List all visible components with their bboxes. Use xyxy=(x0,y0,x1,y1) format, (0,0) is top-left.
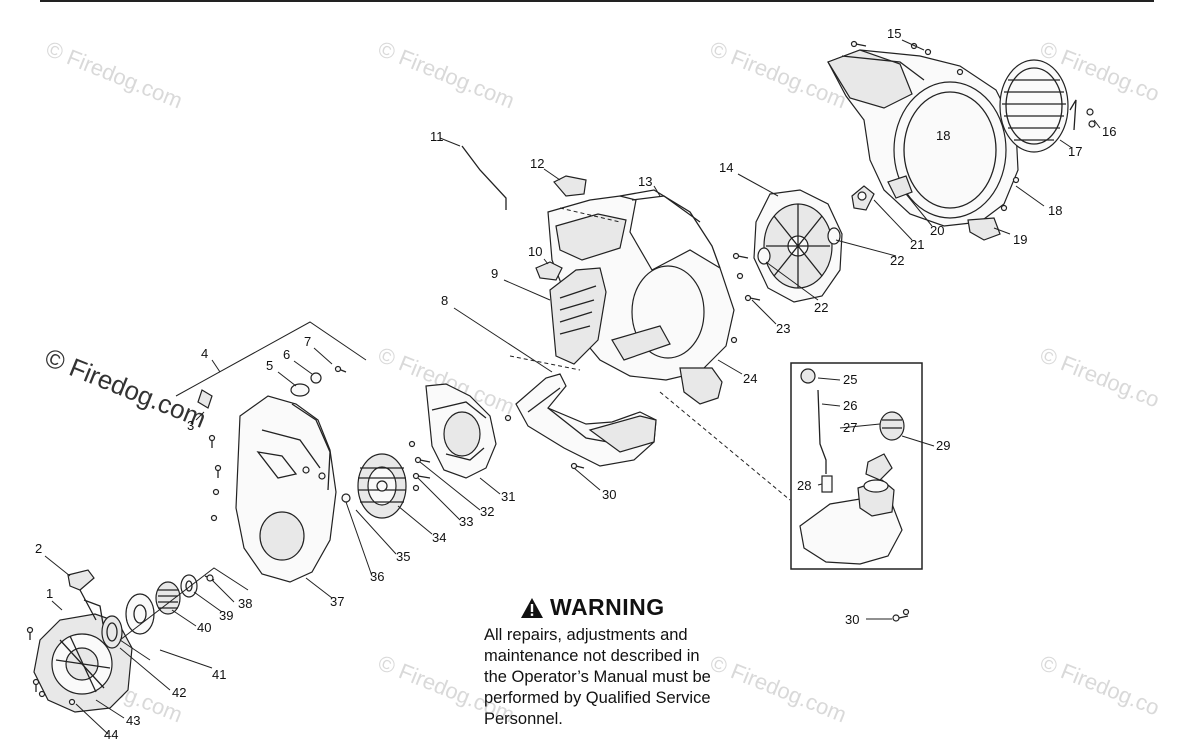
pulley-part xyxy=(101,615,123,649)
callout-20: 20 xyxy=(930,223,944,238)
callout-31: 31 xyxy=(501,489,515,504)
callout-1: 1 xyxy=(46,586,53,601)
callout-17: 17 xyxy=(1068,144,1082,159)
impeller-part xyxy=(753,189,843,303)
callout-13: 13 xyxy=(638,174,652,189)
spring-part xyxy=(155,581,181,615)
callout-29: 29 xyxy=(936,438,950,453)
callout-18b: 18 xyxy=(1048,203,1062,218)
callout-19: 19 xyxy=(1013,232,1027,247)
callout-32: 32 xyxy=(480,504,494,519)
callout-28: 28 xyxy=(797,478,811,493)
callout-30a: 30 xyxy=(602,487,616,502)
screws-part xyxy=(408,440,431,492)
callout-26: 26 xyxy=(843,398,857,413)
callout-22b: 22 xyxy=(814,300,828,315)
fuel-cap-part xyxy=(879,411,905,441)
spring-plate-part xyxy=(125,593,155,635)
screws-part xyxy=(26,626,76,706)
callout-21: 21 xyxy=(910,237,924,252)
callout-41: 41 xyxy=(212,667,226,682)
washer-part xyxy=(180,574,198,598)
warning-line: All repairs, adjustments and xyxy=(484,626,688,644)
fuel-tank-kit-box xyxy=(790,362,923,570)
callout-38: 38 xyxy=(238,596,252,611)
callout-40: 40 xyxy=(197,620,211,635)
callout-23: 23 xyxy=(776,321,790,336)
callout-30b: 30 xyxy=(845,612,859,627)
callout-14: 14 xyxy=(719,160,733,175)
fan-housing-part xyxy=(425,383,497,479)
callout-33: 33 xyxy=(459,514,473,529)
callout-2: 2 xyxy=(35,541,42,556)
callout-24: 24 xyxy=(743,371,757,386)
warning-triangle-icon xyxy=(521,597,543,618)
callout-44: 44 xyxy=(104,727,118,740)
callout-5: 5 xyxy=(266,358,273,373)
callout-43: 43 xyxy=(126,713,140,728)
screw-part xyxy=(204,574,215,582)
fuel-tank-part xyxy=(799,479,903,565)
warning-line: maintenance not described in xyxy=(484,647,700,665)
callout-15: 15 xyxy=(887,26,901,41)
callout-18a: 18 xyxy=(936,128,950,143)
callout-9: 9 xyxy=(491,266,498,281)
warning-line: Personnel. xyxy=(484,710,563,728)
callout-labels: 1 2 3 4 5 6 7 8 9 10 11 12 13 14 15 16 1… xyxy=(35,26,1116,740)
callout-35: 35 xyxy=(396,549,410,564)
warning-body: All repairs, adjustments and maintenance… xyxy=(484,625,774,730)
leader-lines xyxy=(44,39,1101,735)
starter-handle-part xyxy=(67,569,105,631)
throttle-handle-part xyxy=(515,373,657,467)
callout-36: 36 xyxy=(370,569,384,584)
callout-22a: 22 xyxy=(890,253,904,268)
warning-heading: WARNING xyxy=(520,594,774,621)
blower-housing-part xyxy=(827,49,1019,241)
callout-4: 4 xyxy=(201,346,208,361)
callout-42: 42 xyxy=(172,685,186,700)
callout-34: 34 xyxy=(432,530,446,545)
callout-3: 3 xyxy=(187,418,194,433)
screws-part xyxy=(208,434,222,522)
warning-line: performed by Qualified Service xyxy=(484,689,711,707)
callout-7: 7 xyxy=(304,334,311,349)
top-border-line xyxy=(40,0,1154,2)
callout-10: 10 xyxy=(528,244,542,259)
callout-25: 25 xyxy=(843,372,857,387)
callout-12: 12 xyxy=(530,156,544,171)
flywheel-part xyxy=(357,453,407,519)
callout-6: 6 xyxy=(283,347,290,362)
intake-grille-part xyxy=(999,59,1069,153)
callout-8: 8 xyxy=(441,293,448,308)
warning-notice: WARNING All repairs, adjustments and mai… xyxy=(484,594,774,730)
callout-11: 11 xyxy=(430,129,444,144)
warning-line: the Operator’s Manual must be xyxy=(484,668,711,686)
callout-16: 16 xyxy=(1102,124,1116,139)
callout-37: 37 xyxy=(330,594,344,609)
engine-shroud-part xyxy=(235,395,337,583)
warning-title-text: WARNING xyxy=(550,594,665,620)
callout-27: 27 xyxy=(843,420,857,435)
screws-part xyxy=(850,40,1020,212)
callout-39: 39 xyxy=(219,608,233,623)
front-cover-part xyxy=(549,267,607,365)
